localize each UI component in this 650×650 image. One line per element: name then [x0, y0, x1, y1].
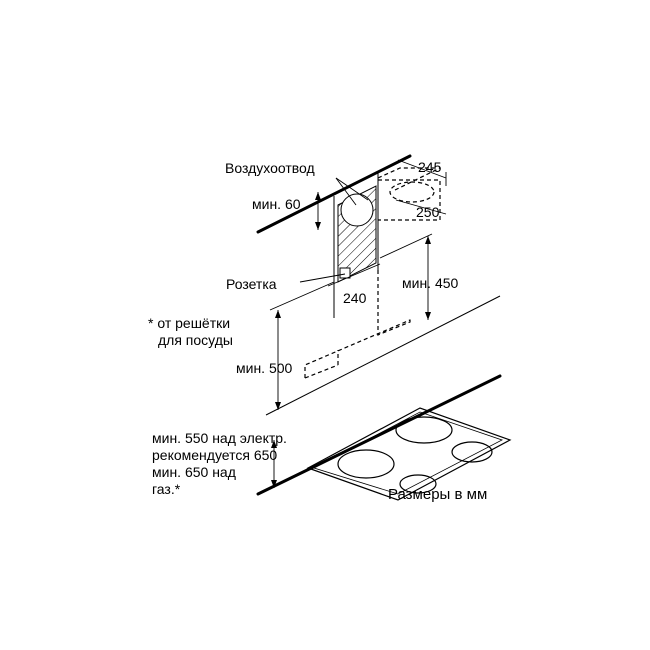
label-clearance-line1: мин. 550 над электр.	[152, 430, 287, 446]
socket-box	[339, 267, 351, 279]
socket-leader	[299, 273, 346, 283]
cooktop-outer	[306, 407, 512, 501]
dim-min500-arrow-bottom	[275, 402, 281, 410]
dim-250-line	[395, 199, 447, 215]
label-min-60: мин. 60	[252, 196, 301, 212]
label-clearance-line2: рекомендуется 650	[152, 447, 277, 463]
dim-min60-arrow-bottom	[315, 222, 321, 230]
label-240: 240	[343, 290, 367, 306]
dim-245-line	[397, 159, 447, 179]
dim-min500-arrow-top	[275, 310, 281, 318]
label-clearance-line4: газ.*	[152, 481, 181, 497]
label-note-line2: для посуды	[158, 332, 233, 348]
dim-min450-arrow-bottom	[425, 312, 431, 320]
dim-min60-arrow-top	[315, 192, 321, 200]
dim-min500-top-ref	[269, 281, 335, 311]
label-250: 250	[416, 204, 440, 220]
cooktop-inner	[312, 411, 504, 495]
label-note-line1: * от решётки	[148, 315, 230, 331]
hood-bottom-dashed	[304, 350, 339, 379]
air-duct-leader-2	[335, 177, 369, 201]
label-245: 245	[418, 159, 442, 175]
duct-vertical-dashed	[304, 270, 411, 378]
dim-min450-ref-top	[379, 233, 433, 259]
burner-front-right	[399, 474, 437, 494]
label-air-duct: Воздухоотвод	[225, 160, 315, 176]
label-units: Размеры в мм	[388, 486, 487, 503]
burner-front-left	[337, 449, 395, 479]
burner-back-right	[451, 441, 493, 463]
dim-clearance-arrow-top	[271, 440, 277, 448]
label-socket: Розетка	[226, 276, 277, 292]
burner-back-left	[395, 416, 453, 444]
label-min-450: мин. 450	[402, 275, 459, 291]
air-duct-circle	[340, 193, 374, 227]
label-clearance-line3: мин. 650 над	[152, 464, 236, 480]
duct-opening-ellipse	[389, 181, 435, 203]
dim-240-line	[327, 263, 381, 287]
ceiling-line	[256, 154, 412, 234]
duct-channel-outline	[377, 167, 441, 221]
label-min-500: мин. 500	[236, 360, 293, 376]
countertop-edge	[256, 374, 502, 496]
air-duct-leader	[335, 177, 357, 206]
dim-min450-arrow-top	[425, 236, 431, 244]
hood-bottom-ref	[265, 295, 501, 416]
dim-clearance-arrow-bottom	[271, 480, 277, 488]
